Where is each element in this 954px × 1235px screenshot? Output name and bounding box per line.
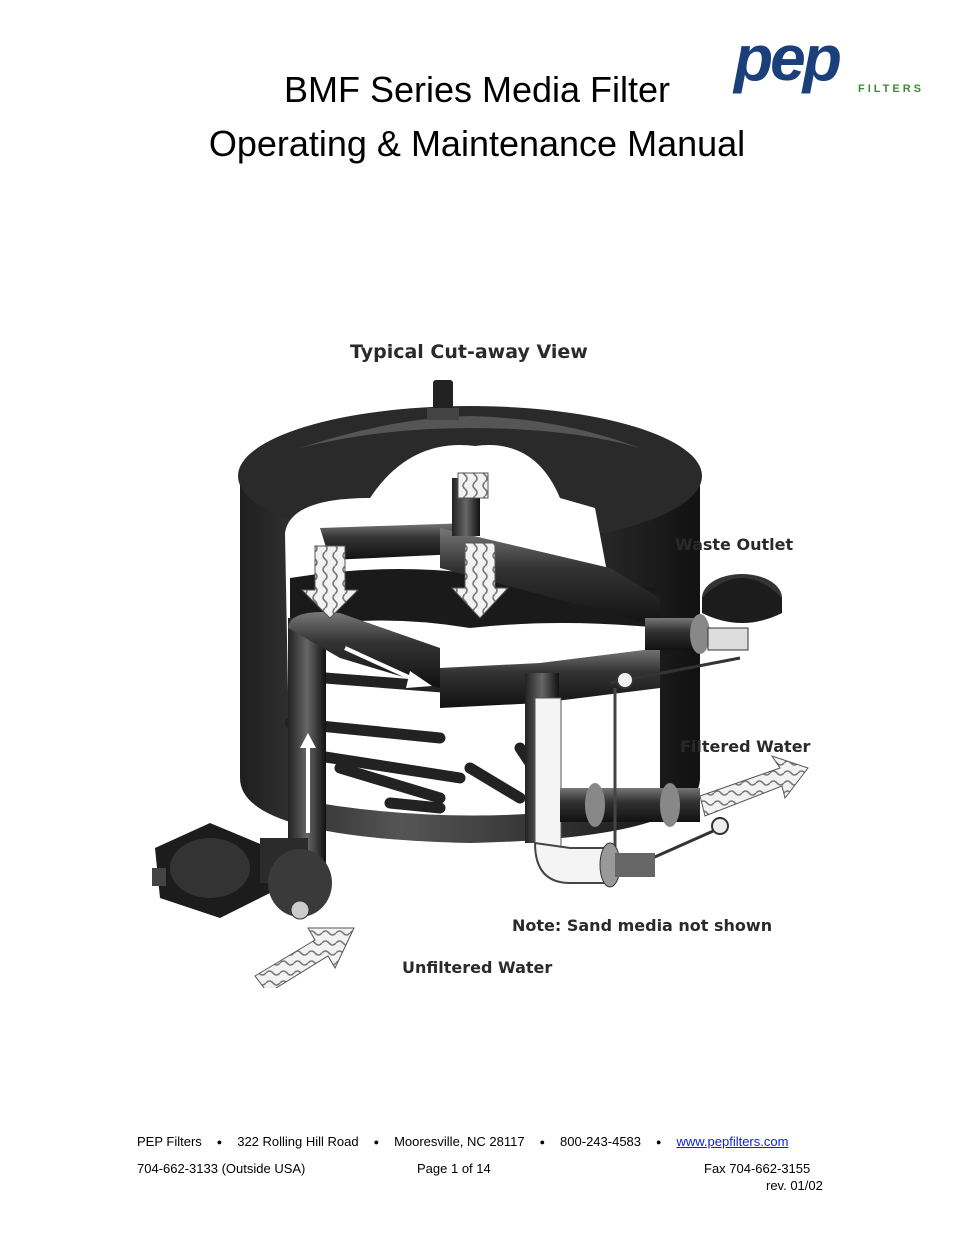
unfiltered-water-arrow: [254, 927, 355, 988]
feed-pump: [152, 823, 332, 920]
footer-website-link[interactable]: www.pepfilters.com: [676, 1134, 789, 1149]
footer-address: 322 Rolling Hill Road: [237, 1134, 359, 1149]
filter-cutaway-diagram: Typical Cut-away View: [152, 341, 811, 988]
bullet-separator: ●: [656, 1137, 662, 1147]
unfiltered-water-label: Unfiltered Water: [402, 958, 552, 977]
footer-phone: 800-243-4583: [560, 1134, 642, 1149]
filtered-water-outlet: [560, 688, 809, 883]
pep-filters-logo: pep FILTERS: [732, 28, 924, 95]
logo-subtext: FILTERS: [858, 83, 924, 95]
waste-outlet-valve: [609, 574, 782, 689]
footer-phone-outside: 704-662-3133 (Outside USA): [137, 1161, 306, 1176]
logo-wordmark: pep: [732, 28, 841, 94]
waste-outlet-label: Waste Outlet: [675, 535, 793, 554]
filtered-water-label: Filtered Water: [680, 737, 811, 756]
document-title: BMF Series Media Filter: [283, 69, 671, 110]
bullet-separator: ●: [539, 1137, 546, 1147]
diagram-caption: Typical Cut-away View: [350, 341, 588, 363]
internal-flow-arrows: [300, 472, 510, 833]
sand-media-note: Note: Sand media not shown: [512, 916, 772, 935]
bullet-separator: ●: [216, 1137, 223, 1147]
footer-fax: Fax 704-662-3155: [704, 1161, 811, 1176]
footer-city: Mooresville, NC 28117: [394, 1134, 525, 1149]
bottom-elbow: [533, 841, 655, 888]
top-air-valve: [427, 380, 459, 420]
document-subtitle: Operating & Maintenance Manual: [208, 123, 746, 164]
bullet-separator: ●: [373, 1137, 380, 1147]
footer-page-number: Page 1 of 14: [417, 1161, 491, 1176]
footer-revision: rev. 01/02: [766, 1178, 823, 1193]
footer-contact-line: PEP Filters ● 322 Rolling Hill Road ● Moores…: [137, 1134, 788, 1149]
footer-company: PEP Filters: [137, 1134, 202, 1149]
